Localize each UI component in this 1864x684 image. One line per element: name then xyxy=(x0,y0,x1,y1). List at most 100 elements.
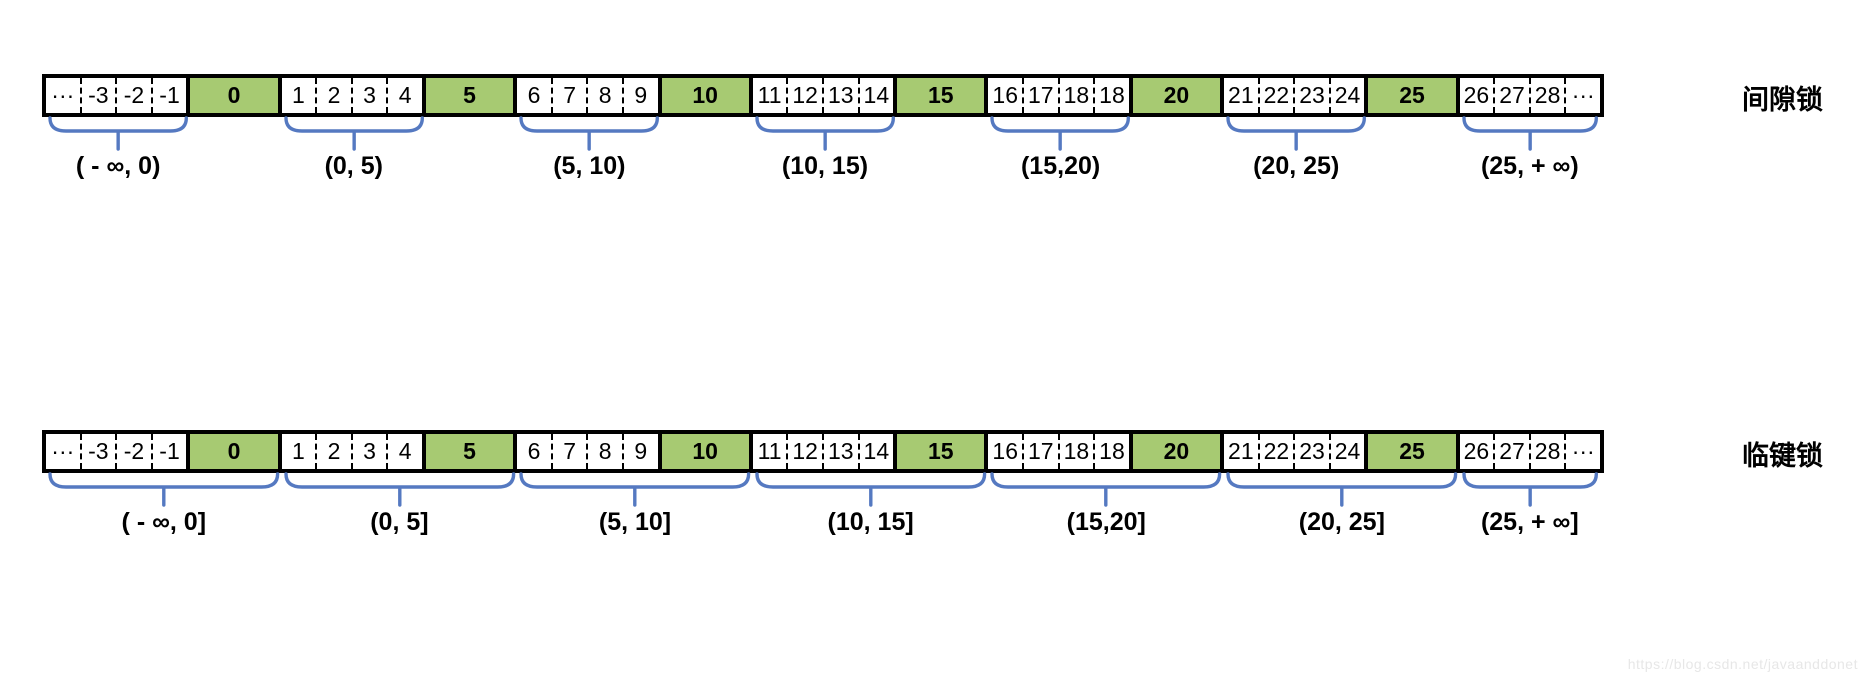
interval-label: (10, 15) xyxy=(781,152,869,180)
number-cell: 14 xyxy=(860,78,898,113)
key-value-cell: 20 xyxy=(1132,78,1225,113)
number-cell: 8 xyxy=(588,78,624,113)
key-value-cell: 10 xyxy=(661,434,753,469)
key-value-cell: 25 xyxy=(1368,78,1460,113)
watermark: https://blog.csdn.net/javaanddonet xyxy=(1627,656,1858,672)
interval-label: ( - ∞, 0] xyxy=(121,508,207,536)
number-cell: 23 xyxy=(1295,434,1331,469)
interval-brace xyxy=(755,116,895,151)
number-cell: ··· xyxy=(1571,82,1595,108)
interval-brace xyxy=(283,472,515,507)
number-cell: 3 xyxy=(353,434,389,469)
number-cell: 2 xyxy=(317,78,353,113)
number-cell: 11 xyxy=(753,78,789,113)
interval-label: (5, 10) xyxy=(553,152,626,180)
number-cell: 4 xyxy=(388,78,426,113)
number-cell: 18 xyxy=(1060,434,1096,469)
number-cell: 26 xyxy=(1460,78,1496,113)
number-cell: 4 xyxy=(388,434,426,469)
key-value-cell: 0 xyxy=(190,78,282,113)
key-value-cell: 0 xyxy=(190,434,282,469)
number-cell: 26 xyxy=(1460,434,1496,469)
number-cell: ··· xyxy=(46,78,82,113)
number-cell: 27 xyxy=(1495,434,1531,469)
number-cell: 6 xyxy=(517,434,553,469)
interval-label: (15,20] xyxy=(1066,508,1146,536)
interval-brace xyxy=(990,472,1222,507)
next-key-lock-label: 临键锁 xyxy=(1742,441,1823,471)
number-cell: -3 xyxy=(82,78,118,113)
number-cell: 21 xyxy=(1224,434,1260,469)
key-value-cell: 5 xyxy=(425,434,518,469)
interval-label: (5, 10] xyxy=(598,508,672,536)
number-cell: 18 xyxy=(1095,78,1133,113)
number-cell: 17 xyxy=(1024,434,1060,469)
interval-label: (25, + ∞] xyxy=(1480,508,1579,536)
gap-lock-label: 间隙锁 xyxy=(1742,85,1823,115)
number-cell: 14 xyxy=(860,434,898,469)
number-cell: 1 xyxy=(282,78,318,113)
interval-label: (25, + ∞) xyxy=(1480,152,1579,180)
number-cell: 16 xyxy=(988,434,1025,469)
key-value-cell: 10 xyxy=(661,78,753,113)
key-value-cell: 20 xyxy=(1132,434,1225,469)
interval-brace xyxy=(48,472,280,507)
interval-brace xyxy=(1226,116,1367,151)
interval-brace xyxy=(755,472,987,507)
number-cell: 3 xyxy=(353,78,389,113)
number-cell: -3 xyxy=(82,434,118,469)
number-cell: ··· xyxy=(46,434,82,469)
number-cell: 1 xyxy=(282,434,318,469)
interval-label: (0, 5] xyxy=(370,508,429,536)
interval-brace xyxy=(1461,116,1598,151)
number-cell: 24 xyxy=(1331,78,1369,113)
number-cell: 22 xyxy=(1260,434,1296,469)
interval-label: ( - ∞, 0) xyxy=(75,152,161,180)
number-cell: ··· xyxy=(1571,438,1595,464)
number-cell: 23 xyxy=(1295,78,1331,113)
number-cell: -2 xyxy=(117,78,153,113)
key-value-cell: 15 xyxy=(897,78,989,113)
number-cell: 12 xyxy=(788,78,824,113)
number-cell: 9 xyxy=(624,434,662,469)
number-cell: 17 xyxy=(1024,78,1060,113)
interval-label: (20, 25) xyxy=(1253,152,1340,180)
number-cell: -1 xyxy=(153,78,191,113)
number-cell: 11 xyxy=(753,434,789,469)
number-cell: 13 xyxy=(824,434,860,469)
number-cell: 9 xyxy=(624,78,662,113)
number-cell: 13 xyxy=(824,78,860,113)
number-cell: 18 xyxy=(1095,434,1133,469)
number-cell: 8 xyxy=(588,434,624,469)
number-cell: -2 xyxy=(117,434,153,469)
interval-brace xyxy=(1226,472,1458,507)
key-value-cell: 25 xyxy=(1368,434,1460,469)
number-cell: -1 xyxy=(153,434,191,469)
number-cell: 6 xyxy=(517,78,553,113)
interval-label: (15,20) xyxy=(1020,152,1101,180)
interval-label: (0, 5) xyxy=(324,152,383,180)
interval-brace xyxy=(48,116,189,151)
interval-brace xyxy=(990,116,1131,151)
number-cell: 24 xyxy=(1331,434,1369,469)
key-value-cell: 15 xyxy=(897,434,989,469)
number-cell: 18 xyxy=(1060,78,1096,113)
number-cell: 21 xyxy=(1224,78,1260,113)
number-cell: 7 xyxy=(553,434,589,469)
number-cell: 28 xyxy=(1531,434,1567,469)
interval-brace xyxy=(1461,472,1598,507)
interval-label: (20, 25] xyxy=(1298,508,1385,536)
interval-brace xyxy=(519,472,751,507)
interval-brace xyxy=(519,116,660,151)
number-cell: 7 xyxy=(553,78,589,113)
number-cell: 12 xyxy=(788,434,824,469)
interval-brace xyxy=(283,116,424,151)
interval-label: (10, 15] xyxy=(827,508,914,536)
number-cell: 22 xyxy=(1260,78,1296,113)
number-cell: 27 xyxy=(1495,78,1531,113)
number-cell: 2 xyxy=(317,434,353,469)
key-value-cell: 5 xyxy=(425,78,518,113)
